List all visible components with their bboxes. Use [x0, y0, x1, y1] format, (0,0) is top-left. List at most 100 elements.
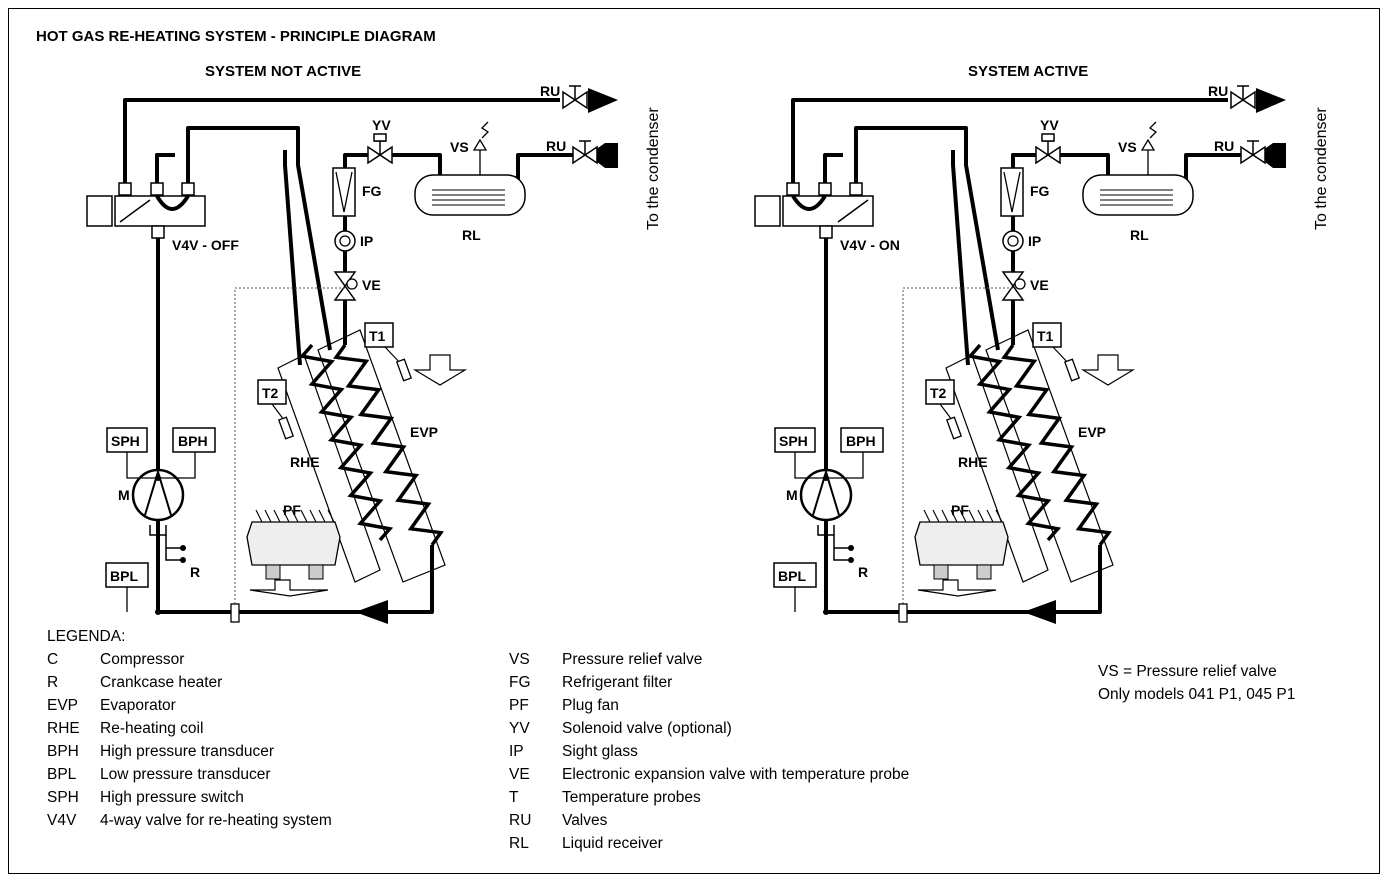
rhe-coil	[966, 343, 1062, 542]
legend-description: Solenoid valve (optional)	[562, 720, 732, 737]
legend-description: Low pressure transducer	[100, 766, 271, 783]
junction	[823, 609, 829, 615]
plug-fan-blade	[968, 509, 976, 523]
ve-bulb	[1014, 278, 1026, 290]
label-bph: BPH	[846, 433, 876, 449]
heater-terminal	[848, 557, 854, 563]
legend-description: Evaporator	[100, 697, 176, 714]
legend-description: Sight glass	[562, 743, 638, 760]
yv-coil	[373, 133, 387, 142]
legend-code: IP	[509, 743, 524, 760]
fg-filter-element	[1003, 171, 1021, 213]
vs-note: VS = Pressure relief valve Only models 0…	[1098, 660, 1295, 706]
legend-item-yv: YV Solenoid valve (optional)	[509, 717, 909, 740]
legend-code: YV	[509, 720, 530, 737]
pipe-discharge	[123, 98, 560, 185]
label-bpl: BPL	[110, 568, 138, 584]
label-to-condenser: To the condenser	[1313, 107, 1330, 230]
label-t1: T1	[369, 328, 386, 344]
airflow-out-arrow	[917, 579, 997, 597]
bph-box	[840, 427, 884, 453]
plug-fan-blade	[318, 509, 326, 523]
label-vs: VS	[450, 139, 469, 155]
t1-probe-box	[1032, 322, 1062, 348]
vs-relief-valve	[472, 121, 490, 175]
plug-fan-blade	[291, 509, 299, 523]
label-rhe: RHE	[290, 454, 320, 470]
t2-probe-sensor	[277, 416, 295, 440]
plug-fan-blade	[959, 509, 967, 523]
v4v-coil	[86, 195, 113, 227]
plug-fan-motor	[308, 564, 324, 580]
v4v-port-bottom	[819, 225, 833, 239]
legend-heading: LEGENDA:	[47, 628, 126, 645]
airflow-out-arrow	[249, 579, 329, 597]
v4v-port-bottom	[151, 225, 165, 239]
rhe-coil	[298, 343, 394, 542]
plug-fan-blade	[986, 509, 994, 523]
junction	[155, 475, 161, 481]
plug-fan-housing	[914, 521, 1009, 566]
label-t2: T2	[930, 385, 947, 401]
label-rl: RL	[1130, 227, 1149, 243]
pipe-stub	[823, 153, 843, 185]
ip-sight-glass	[334, 230, 356, 252]
plug-fan-motor	[976, 564, 992, 580]
flow-arrow	[1023, 600, 1056, 624]
label-ip: IP	[1028, 233, 1041, 249]
legend-code: SPH	[47, 789, 79, 806]
pipe-reheat-in	[186, 126, 332, 351]
plug-fan-blade	[255, 509, 263, 523]
airflow-in-arrow	[1080, 354, 1136, 386]
pipe-reheat-inner	[283, 150, 302, 366]
label-rl: RL	[462, 227, 481, 243]
t1-probe-sensor	[395, 358, 413, 382]
ip-sight-glass-inner	[339, 235, 351, 247]
plug-fan-blade	[941, 509, 949, 523]
legend-description: 4-way valve for re-heating system	[100, 812, 332, 829]
pipe-from-receiver	[1184, 153, 1243, 185]
arrow-to-condenser-top	[1256, 88, 1286, 113]
plug-fan-blade	[977, 509, 985, 523]
arrow-from-condenser	[1256, 143, 1286, 168]
plug-fan-blade	[327, 509, 335, 523]
label-ve: VE	[1030, 277, 1049, 293]
crankcase-heater	[817, 525, 835, 536]
label-evp: EVP	[1078, 424, 1106, 440]
plug-fan-blade	[273, 509, 281, 523]
fg-filter-element	[335, 171, 353, 213]
v4v-port	[118, 182, 132, 196]
diagram-title: HOT GAS RE-HEATING SYSTEM - PRINCIPLE DI…	[36, 28, 436, 45]
label-sph: SPH	[779, 433, 808, 449]
label-yv: YV	[1040, 117, 1059, 133]
ve-capillary	[902, 287, 1013, 612]
legend-code: R	[47, 674, 59, 691]
legend-code: V4V	[47, 812, 77, 829]
arrow-to-condenser-top	[588, 88, 618, 113]
legend-description: Temperature probes	[562, 789, 701, 806]
right-panel-title: SYSTEM ACTIVE	[968, 63, 1088, 80]
v4v-coil	[754, 195, 781, 227]
pipe-discharge	[791, 98, 1228, 185]
legend-item-v4v: V4V 4-way valve for re-heating system	[47, 809, 332, 832]
evp-coil	[1001, 343, 1112, 547]
plug-fan-motor	[933, 564, 949, 580]
legend-code: RHE	[47, 720, 80, 737]
pipe-evap-out	[360, 545, 434, 614]
crankcase-heater	[149, 525, 167, 536]
fg-filter	[1000, 167, 1024, 217]
legend-description: Electronic expansion valve with temperat…	[562, 766, 910, 783]
t2-probe-wire	[939, 403, 953, 421]
plug-fan-blade	[950, 509, 958, 523]
legend-code: T	[509, 789, 519, 806]
